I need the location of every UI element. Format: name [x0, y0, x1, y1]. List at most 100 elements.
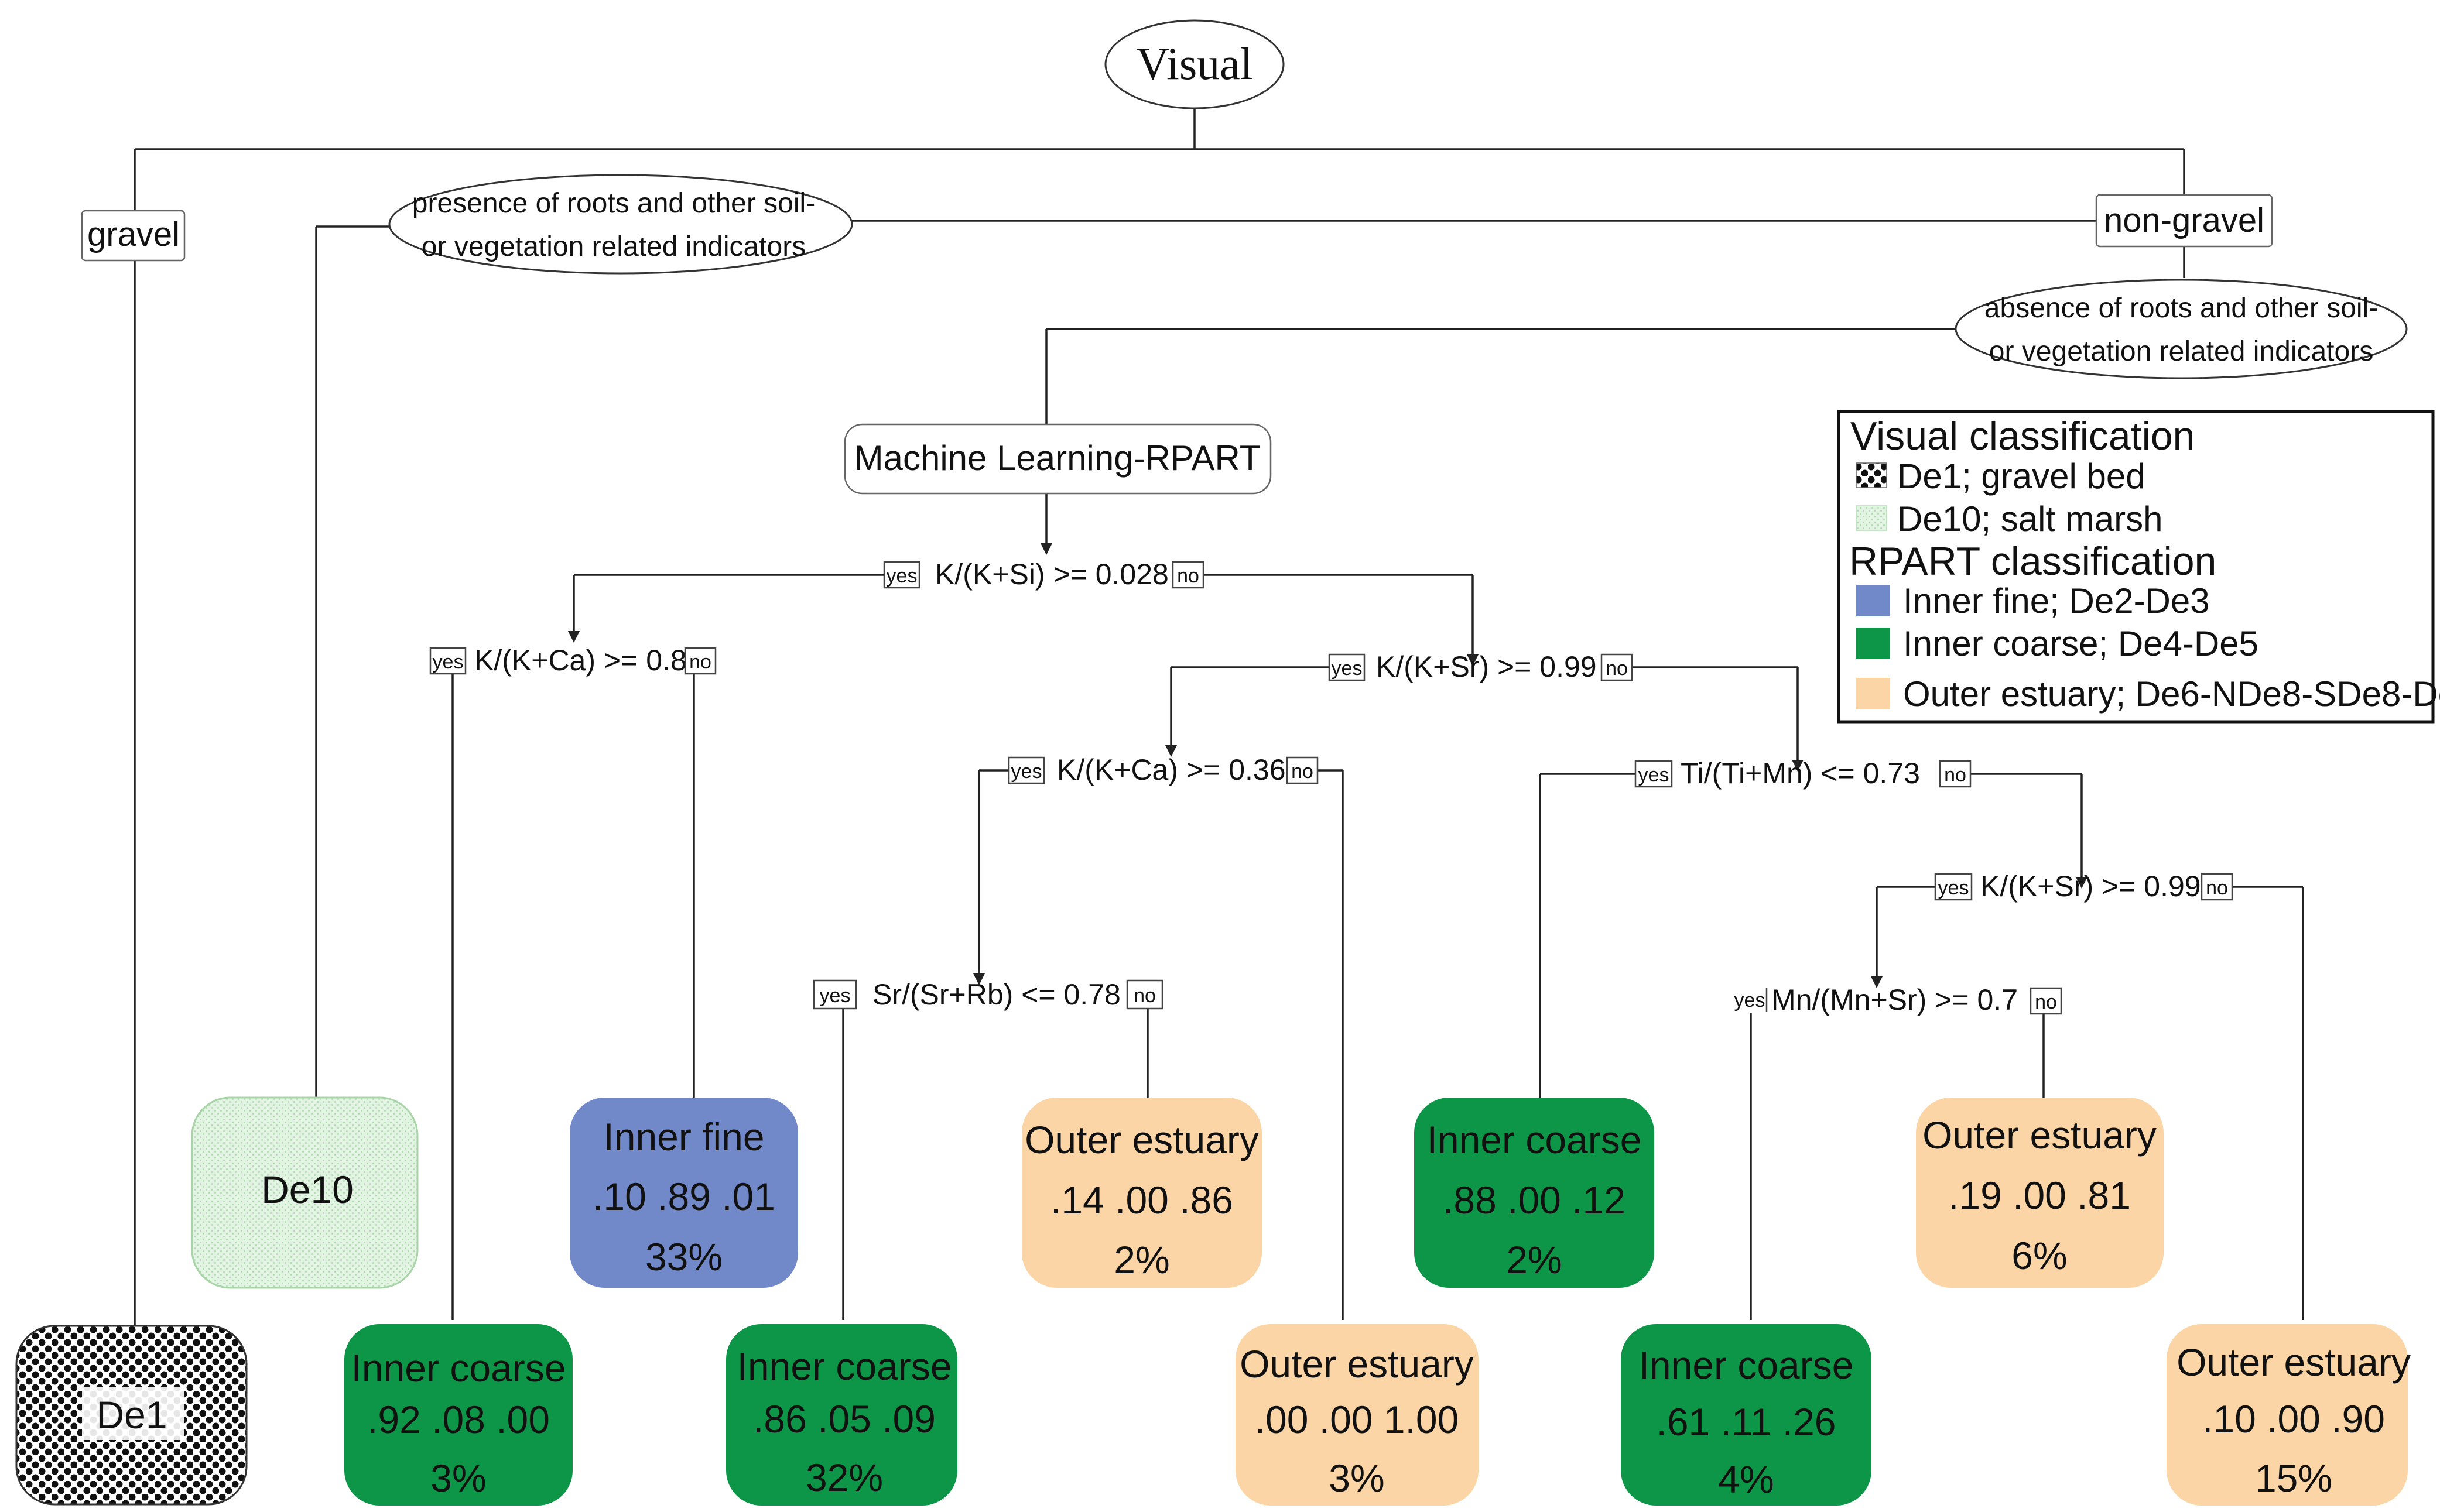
leaf-class: Inner fine [603, 1115, 764, 1158]
absence-line-1: absence of roots and other soil- [1984, 293, 2378, 324]
leaf-inner-fine: Inner fine .10 .89 .01 33% [570, 1098, 798, 1288]
split-node-6: yes Ti/(Ti+Mn) <= 0.73 no [1634, 757, 1972, 790]
leaf-class: Outer estuary [1922, 1113, 2157, 1157]
presence-indicators-node: presence of roots and other soil- or veg… [388, 174, 853, 275]
presence-line-2: or vegetation related indicators [422, 231, 806, 262]
yes-tag: yes [1938, 877, 1969, 899]
leaf-pct: 15% [2255, 1456, 2332, 1500]
split-condition: K/(K+Sr) >= 0.99 [1376, 650, 1597, 683]
leaf-label: De1 [96, 1393, 167, 1436]
legend-item-de10: De10; salt marsh [1897, 499, 2163, 539]
leaf-pct: 2% [1114, 1238, 1169, 1281]
split-condition: Sr/(Sr+Rb) <= 0.78 [872, 978, 1121, 1011]
legend-swatch-inner-coarse [1856, 628, 1890, 659]
leaf-probs: .92 .08 .00 [367, 1398, 550, 1441]
leaf-class: Outer estuary [2177, 1340, 2411, 1384]
no-tag: no [2206, 877, 2228, 899]
yes-tag: yes [1638, 764, 1669, 786]
leaf-probs: .10 .89 .01 [593, 1175, 775, 1218]
split-condition: Mn/(Mn+Sr) >= 0.7 [1771, 983, 2018, 1016]
legend-swatch-outer-estuary [1856, 678, 1890, 709]
leaf-outer-estuary-1: Outer estuary .14 .00 .86 2% [1022, 1098, 1262, 1288]
split-condition: K/(K+Ca) >= 0.8 [474, 644, 687, 677]
legend-swatch-de10 [1856, 505, 1887, 531]
leaf-pct: 2% [1506, 1238, 1562, 1281]
leaf-class: Inner coarse [1639, 1343, 1854, 1387]
leaf-de10-salt-marsh: De10 [191, 1096, 419, 1289]
no-tag: no [2035, 991, 2057, 1013]
leaf-outer-estuary-2: Outer estuary .00 .00 1.00 3% [1236, 1324, 1479, 1506]
ml-rpart-label: Machine Learning-RPART [854, 438, 1261, 478]
non-gravel-label: non-gravel [2104, 201, 2264, 239]
gravel-label: gravel [87, 215, 180, 253]
legend-item-inner-coarse: Inner coarse; De4-De5 [1903, 624, 2258, 663]
legend-visual-title: Visual classification [1850, 414, 2195, 458]
leaf-inner-coarse-4: Inner coarse .61 .11 .26 4% [1621, 1324, 1871, 1506]
split-node-8: yes Mn/(Mn+Sr) >= 0.7 no [1734, 983, 2062, 1016]
split-node-5: yes Sr/(Sr+Rb) <= 0.78 no [813, 978, 1163, 1011]
legend-item-inner-fine: Inner fine; De2-De3 [1903, 581, 2210, 620]
leaf-class: Outer estuary [1025, 1118, 1259, 1161]
yes-tag: yes [820, 985, 851, 1007]
legend-swatch-de1 [1856, 462, 1887, 488]
leaf-inner-coarse-3: Inner coarse .88 .00 .12 2% [1414, 1098, 1654, 1288]
leaf-probs: .88 .00 .12 [1443, 1178, 1625, 1222]
yes-tag: yes [1734, 989, 1765, 1012]
legend-swatch-inner-fine [1856, 585, 1890, 616]
split-node-2: yes K/(K+Ca) >= 0.8 no [429, 644, 717, 677]
leaf-pct: 4% [1718, 1458, 1774, 1501]
legend: Visual classification De1; gravel bed De… [1837, 410, 2440, 724]
tree-edges [134, 107, 2304, 1326]
leaf-de1-gravel: De1 [15, 1325, 248, 1506]
leaf-probs: .14 .00 .86 [1050, 1178, 1233, 1222]
root-label: Visual [1137, 38, 1253, 89]
leaf-inner-coarse-1: Inner coarse .92 .08 .00 3% [344, 1324, 573, 1506]
leaf-pct: 33% [645, 1235, 723, 1278]
leaf-probs: .61 .11 .26 [1656, 1400, 1836, 1444]
leaf-label: De10 [261, 1168, 354, 1211]
leaf-pct: 32% [806, 1456, 883, 1499]
no-tag: no [1606, 657, 1628, 680]
non-gravel-branch-label: non-gravel [2095, 194, 2273, 248]
no-tag: no [1177, 565, 1199, 587]
leaf-inner-coarse-2: Inner coarse .86 .05 .09 32% [726, 1324, 957, 1506]
leaf-outer-estuary-4: Outer estuary .10 .00 .90 15% [2167, 1324, 2411, 1506]
split-node-3: yes K/(K+Sr) >= 0.99 no [1328, 650, 1633, 683]
leaf-pct: 3% [430, 1456, 486, 1500]
split-node-4: yes K/(K+Ca) >= 0.36 no [1008, 753, 1319, 786]
absence-indicators-node: absence of roots and other soil- or vege… [1955, 279, 2408, 379]
leaf-outer-estuary-3: Outer estuary .19 .00 .81 6% [1916, 1098, 2164, 1288]
yes-tag: yes [433, 651, 464, 673]
no-tag: no [1291, 760, 1313, 783]
leaf-probs: .86 .05 .09 [753, 1397, 936, 1441]
leaf-class: Inner coarse [1427, 1118, 1642, 1161]
leaf-pct: 6% [2011, 1234, 2067, 1277]
leaf-class: Outer estuary [1240, 1342, 1474, 1386]
yes-tag: yes [1011, 760, 1042, 783]
leaf-class: Inner coarse [351, 1346, 566, 1390]
split-node-1: yes K/(K+Si) >= 0.028 no [883, 558, 1204, 591]
root-node: Visual [1104, 19, 1285, 109]
legend-rpart-title: RPART classification [1849, 539, 2216, 584]
ml-rpart-node: Machine Learning-RPART [844, 423, 1272, 495]
leaf-pct: 3% [1329, 1456, 1384, 1500]
leaf-probs: .10 .00 .90 [2202, 1397, 2385, 1441]
presence-line-1: presence of roots and other soil- [412, 188, 815, 219]
yes-tag: yes [1332, 657, 1363, 680]
split-condition: K/(K+Si) >= 0.028 [935, 558, 1169, 591]
split-node-7: yes K/(K+Sr) >= 0.99 no [1934, 870, 2233, 903]
gravel-branch-label: gravel [81, 210, 186, 262]
legend-item-outer-estuary: Outer estuary; De6-NDe8-SDe8-De9 [1903, 674, 2440, 714]
leaf-probs: .00 .00 1.00 [1255, 1398, 1459, 1441]
split-condition: K/(K+Sr) >= 0.99 [1980, 870, 2201, 903]
no-tag: no [689, 651, 711, 673]
absence-line-2: or vegetation related indicators [1989, 336, 2373, 367]
no-tag: no [1944, 764, 1966, 786]
yes-tag: yes [887, 565, 918, 587]
split-condition: Ti/(Ti+Mn) <= 0.73 [1681, 757, 1920, 790]
split-condition: K/(K+Ca) >= 0.36 [1057, 753, 1286, 786]
leaf-class: Inner coarse [737, 1345, 952, 1388]
no-tag: no [1134, 985, 1156, 1007]
leaf-probs: .19 .00 .81 [1948, 1174, 2131, 1217]
